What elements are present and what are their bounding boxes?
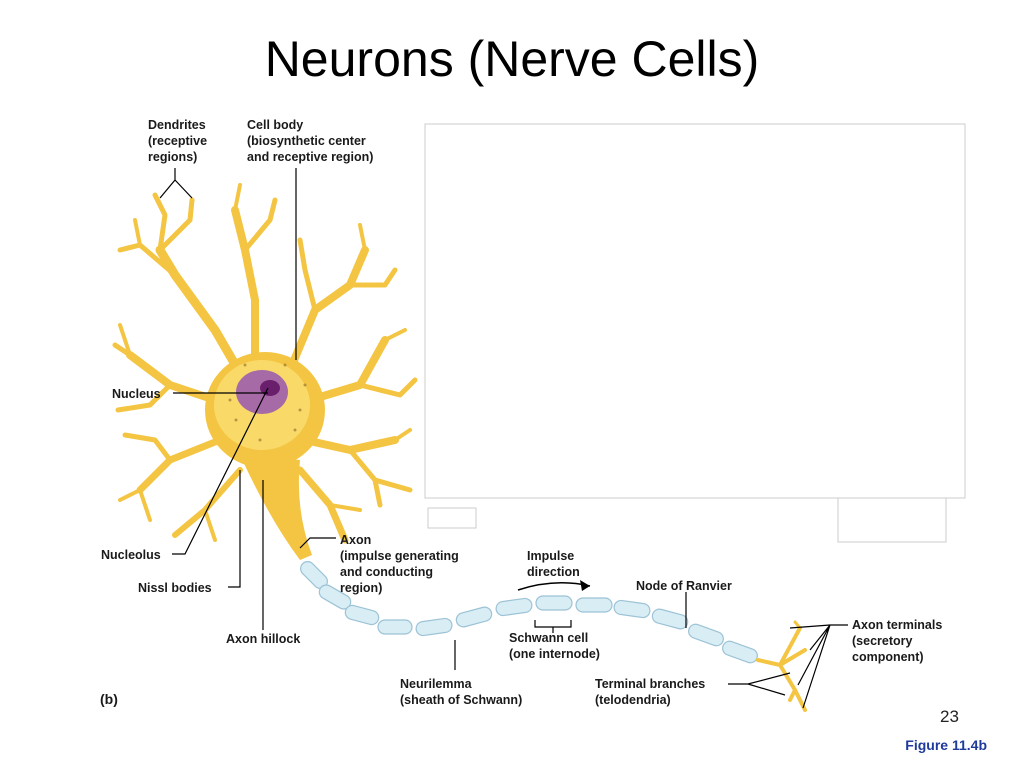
terminal-branches <box>756 620 807 712</box>
nucleolus <box>260 380 280 396</box>
label-dendrites: Dendrites (receptive regions) <box>148 118 211 164</box>
panel-label: (b) <box>100 691 118 707</box>
label-terminal-branches: Terminal branches (telodendria) <box>595 677 709 707</box>
myelin-sheath <box>300 561 758 664</box>
axon-hillock-shape <box>240 455 312 560</box>
figure-reference: Figure 11.4b <box>905 737 987 753</box>
impulse-arrowhead <box>580 580 590 591</box>
overlay-box <box>424 123 966 499</box>
leader-lines <box>159 168 848 709</box>
neuron-diagram: Dendrites (receptive regions) Cell body … <box>100 118 966 712</box>
overlay-frame <box>837 498 947 543</box>
label-nucleolus: Nucleolus <box>101 548 161 562</box>
slide-title: Neurons (Nerve Cells) <box>264 31 760 87</box>
page-number: 23 <box>940 707 959 726</box>
impulse-arrow <box>517 582 591 591</box>
dendrites <box>112 183 418 544</box>
label-nucleus: Nucleus <box>112 387 161 401</box>
label-cell-body: Cell body (biosynthetic center and recep… <box>247 118 373 164</box>
label-nissl-bodies: Nissl bodies <box>138 581 212 595</box>
label-impulse-direction: Impulse direction <box>527 549 580 579</box>
label-node-of-ranvier: Node of Ranvier <box>636 579 732 593</box>
label-schwann-cell: Schwann cell (one internode) <box>509 631 600 661</box>
label-neurilemma: Neurilemma (sheath of Schwann) <box>400 677 522 707</box>
overlay-box-small <box>427 507 477 529</box>
label-axon-hillock: Axon hillock <box>226 632 300 646</box>
label-axon-terminals: Axon terminals (secretory component) <box>852 618 946 664</box>
label-axon: Axon (impulse generating and conducting … <box>340 533 462 595</box>
nissl-bodies <box>228 363 307 442</box>
